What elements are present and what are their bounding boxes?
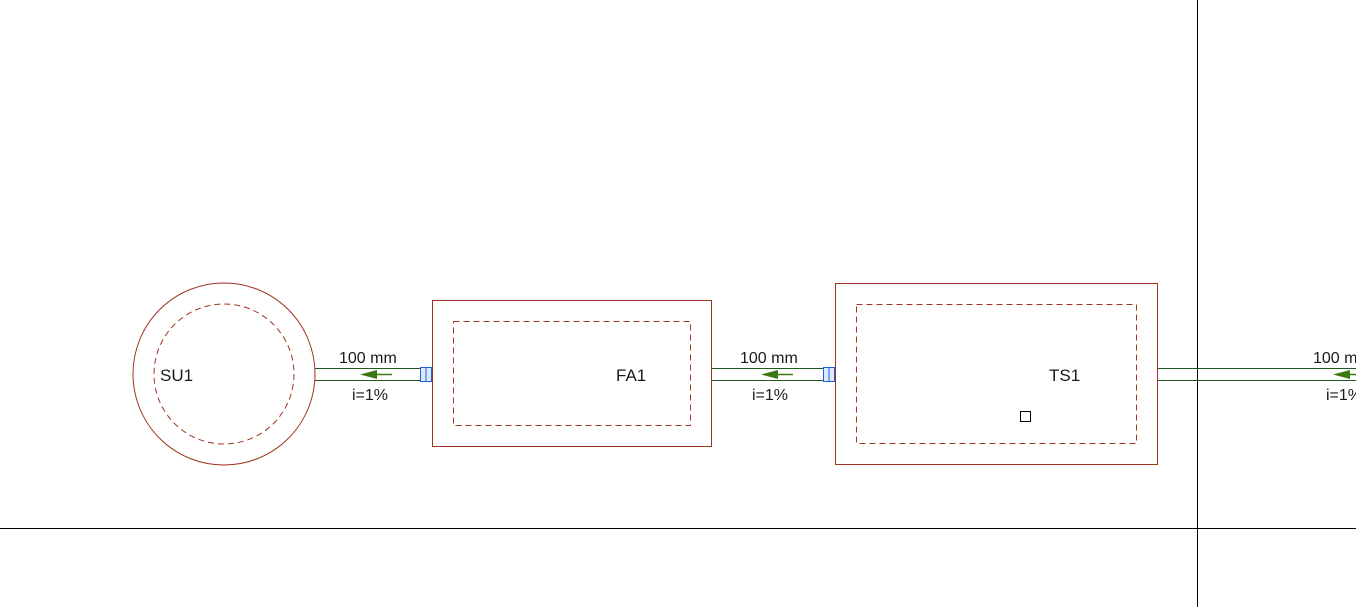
ts1-outer-rect: [835, 283, 1158, 465]
pipe-1[interactable]: 100 mm i=1%: [315, 350, 432, 404]
pipe-3[interactable]: 100 mm i=1%: [1158, 350, 1356, 404]
pipe-3-diameter-label: 100 mm: [1313, 350, 1356, 367]
pipe-1-flow-arrow-icon: [360, 370, 392, 379]
node-su1[interactable]: SU1: [132, 282, 316, 466]
pipe-1-diameter-label: 100 mm: [339, 350, 397, 367]
ts1-selection-handle[interactable]: [1020, 411, 1031, 422]
pipe-2-slope-label: i=1%: [752, 387, 788, 404]
fa1-outer-rect: [432, 300, 712, 447]
su1-outer-circle: [132, 282, 316, 466]
pipe-1-slope-label: i=1%: [352, 387, 388, 404]
su1-inner-dashed-circle: [153, 303, 295, 445]
pipe-2-diameter-label: 100 mm: [740, 350, 798, 367]
pipe-3-flow-arrow-icon: [1333, 370, 1356, 379]
node-ts1[interactable]: TS1: [835, 283, 1158, 465]
pipe-2[interactable]: 100 mm i=1%: [712, 350, 835, 404]
fa1-label: FA1: [616, 366, 646, 385]
pipe-2-flow-arrow-icon: [761, 370, 793, 379]
fa1-inner-dashed-rect: [453, 321, 691, 426]
su1-label: SU1: [160, 366, 193, 385]
node-fa1[interactable]: FA1: [432, 300, 712, 447]
pipe-3-slope-label: i=1%: [1326, 387, 1356, 404]
ts1-inner-dashed-rect: [856, 304, 1137, 444]
ts1-label: TS1: [1049, 366, 1080, 385]
